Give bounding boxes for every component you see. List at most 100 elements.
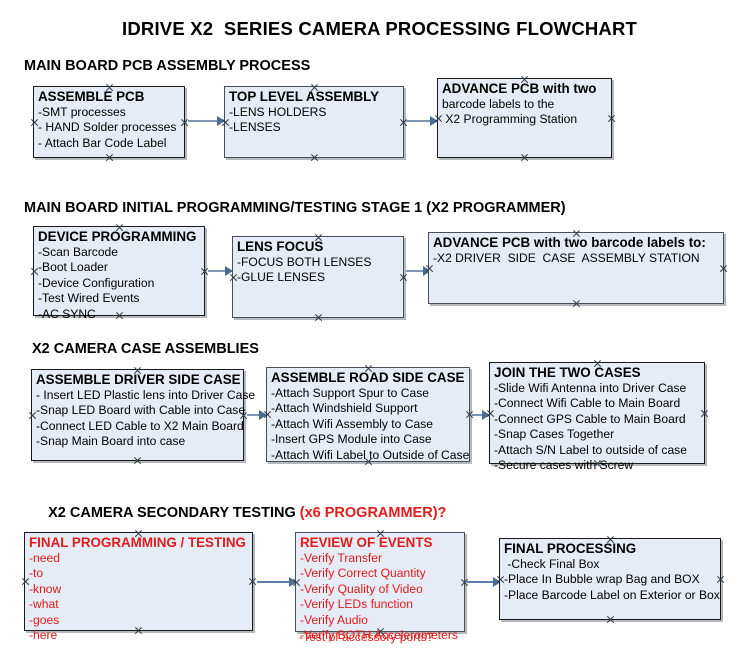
connector-handle-bottom[interactable]	[572, 299, 581, 308]
connector-handle-left[interactable]	[21, 577, 30, 586]
connector-handle-bottom[interactable]	[133, 456, 142, 465]
node-lens-focus-line-1: -FOCUS BOTH LENSES	[237, 255, 372, 269]
connector-handle-top[interactable]	[310, 83, 319, 92]
node-join-the-two-cases-body: JOIN THE TWO CASES -Slide Wifi Antenna i…	[494, 365, 702, 473]
node-device-programming-line-4: -Test Wired Events	[38, 291, 140, 306]
connector-handle-left[interactable]	[496, 575, 505, 584]
node-top-level-assembly-body: TOP LEVEL ASSEMBLY -LENS HOLDERS -LENSES	[229, 89, 401, 136]
node-join-the-two-cases-title: JOIN THE TWO CASES	[494, 365, 641, 380]
node-assemble-road-side-case[interactable]: ASSEMBLE ROAD SIDE CASE -Attach Support …	[266, 367, 470, 462]
node-advance-pcb-programming-station-body: ADVANCE PCB with two barcode labels to t…	[442, 81, 609, 128]
node-assemble-driver-side-case-body: ASSEMBLE DRIVER SIDE CASE - Insert LED P…	[36, 372, 256, 450]
node-assemble-driver-side-case-line-2: -Snap LED Board with Cable into Case	[36, 403, 246, 418]
node-lens-focus-title: LENS FOCUS	[237, 239, 324, 254]
node-assemble-road-side-case-title: ASSEMBLE ROAD SIDE CASE	[271, 370, 465, 385]
node-final-programming-testing-line-2: -to	[29, 566, 44, 581]
node-advance-pcb-programming-station[interactable]: ADVANCE PCB with two barcode labels to t…	[437, 78, 612, 158]
arrow-device-programming-to-lens-focus	[208, 266, 233, 276]
node-assemble-pcb-body: ASSEMBLE PCB -SMT processes - HAND Solde…	[38, 89, 182, 151]
node-join-the-two-cases-line-5: -Attach S/N Label to outside of case	[494, 442, 687, 457]
node-lens-focus-line-2: -GLUE LENSES	[237, 270, 326, 285]
node-final-processing-title: FINAL PROCESSING	[504, 541, 637, 556]
connector-handle-top[interactable]	[105, 83, 114, 92]
connector-handle-top[interactable]	[376, 529, 385, 538]
node-review-of-events-line-4: -Verify LEDs function	[300, 597, 413, 612]
connector-handle-right[interactable]	[607, 114, 616, 123]
node-top-level-assembly-title: TOP LEVEL ASSEMBLY	[229, 89, 380, 104]
connector-handle-left[interactable]	[292, 578, 301, 587]
node-final-programming-testing-line-5: -goes	[29, 612, 60, 627]
node-review-of-events-line-2: -Verify Correct Quantity	[300, 566, 426, 581]
arrow-top-level-assembly-to-advance-pcb	[406, 116, 438, 126]
connector-handle-bottom[interactable]	[314, 313, 323, 322]
node-lens-focus[interactable]: LENS FOCUS -FOCUS BOTH LENSES -GLUE LENS…	[232, 236, 404, 318]
node-review-of-events-body: REVIEW OF EVENTS -Verify Transfer -Verif…	[300, 535, 462, 643]
connector-handle-bottom[interactable]	[115, 311, 124, 320]
connector-handle-bottom[interactable]	[134, 626, 143, 635]
node-review-of-events[interactable]: REVIEW OF EVENTS -Verify Transfer -Verif…	[292, 529, 465, 642]
section-heading-x2-camera-secondary-testing: X2 CAMERA SECONDARY TESTING (x6 PROGRAMM…	[32, 489, 446, 537]
connector-handle-right[interactable]	[719, 264, 728, 273]
connector-handle-top[interactable]	[314, 233, 323, 242]
node-assemble-pcb[interactable]: ASSEMBLE PCB -SMT processes - HAND Solde…	[33, 86, 185, 158]
node-advance-pcb-driver-side-case-title: ADVANCE PCB with two barcode labels to:	[433, 235, 706, 250]
connector-handle-left[interactable]	[30, 267, 39, 276]
node-final-programming-testing-line-4: -what	[29, 597, 59, 612]
connector-handle-right[interactable]	[716, 575, 725, 584]
node-device-programming-line-2: -Boot Loader	[38, 260, 108, 275]
node-assemble-driver-side-case-line-1: - Insert LED Plastic lens into Driver Ca…	[36, 388, 256, 402]
connector-handle-top[interactable]	[364, 364, 373, 373]
connector-handle-right[interactable]	[700, 409, 709, 418]
connector-handle-left[interactable]	[263, 410, 272, 419]
node-final-programming-testing[interactable]: FINAL PROGRAMMING / TESTING -need -to -k…	[21, 529, 253, 642]
node-final-programming-testing-line-1: -need	[29, 551, 60, 565]
connector-handle-bottom[interactable]	[310, 153, 319, 162]
node-device-programming-title: DEVICE PROGRAMMING	[38, 229, 197, 244]
connector-handle-bottom[interactable]	[593, 459, 602, 468]
node-device-programming-line-5: -AC SYNC	[38, 306, 96, 321]
node-assemble-road-side-case-line-1: -Attach Support Spur to Case	[271, 386, 429, 400]
connector-handle-left[interactable]	[30, 118, 39, 127]
connector-handle-left[interactable]	[229, 273, 238, 282]
connector-handle-left[interactable]	[28, 411, 37, 420]
node-review-of-events-overflow-line: -Test of accessory ports?	[299, 630, 434, 644]
connector-handle-top[interactable]	[593, 359, 602, 368]
section-heading-text: X2 CAMERA SECONDARY TESTING	[48, 505, 300, 521]
node-final-processing[interactable]: FINAL PROCESSING -Check Final Box -Place…	[499, 538, 721, 620]
node-join-the-two-cases[interactable]: JOIN THE TWO CASES -Slide Wifi Antenna i…	[486, 359, 705, 472]
connector-handle-left[interactable]	[425, 264, 434, 273]
node-top-level-assembly[interactable]: TOP LEVEL ASSEMBLY -LENS HOLDERS -LENSES	[224, 86, 404, 158]
connector-handle-bottom[interactable]	[364, 457, 373, 466]
node-advance-pcb-programming-station-line-1: barcode labels to the	[442, 97, 555, 111]
node-assemble-pcb-line-3: - Attach Bar Code Label	[38, 135, 167, 150]
node-join-the-two-cases-line-1: -Slide Wifi Antenna into Driver Case	[494, 381, 687, 395]
node-advance-pcb-driver-side-case-body: ADVANCE PCB with two barcode labels to: …	[433, 235, 721, 266]
node-final-processing-body: FINAL PROCESSING -Check Final Box -Place…	[504, 541, 720, 603]
connector-handle-top[interactable]	[133, 366, 142, 375]
connector-handle-right[interactable]	[248, 577, 257, 586]
node-assemble-road-side-case-line-4: -Insert GPS Module into Case	[271, 432, 432, 447]
connector-handle-top[interactable]	[115, 223, 124, 232]
connector-handle-top[interactable]	[134, 529, 143, 538]
node-join-the-two-cases-line-3: -Connect GPS Cable to Main Board	[494, 411, 686, 426]
node-review-of-events-line-6: -Verify BOTH Accelerometers	[300, 628, 458, 643]
connector-handle-top[interactable]	[606, 535, 615, 544]
connector-handle-bottom[interactable]	[606, 615, 615, 624]
node-top-level-assembly-line-1: -LENS HOLDERS	[229, 105, 327, 119]
section-heading-x2-camera-case-assemblies: X2 CAMERA CASE ASSEMBLIES	[32, 341, 259, 357]
connector-handle-left[interactable]	[221, 118, 230, 127]
connector-handle-bottom[interactable]	[520, 153, 529, 162]
connector-handle-bottom[interactable]	[105, 153, 114, 162]
arrow-assemble-pcb-to-top-level-assembly	[188, 116, 225, 126]
node-final-processing-line-2: -Place In Bubble wrap Bag and BOX	[504, 572, 700, 587]
node-device-programming[interactable]: DEVICE PROGRAMMING -Scan Barcode -Boot L…	[30, 223, 205, 321]
node-advance-pcb-driver-side-case[interactable]: ADVANCE PCB with two barcode labels to: …	[428, 232, 724, 304]
connector-handle-left[interactable]	[486, 409, 495, 418]
node-device-programming-line-3: -Device Configuration	[38, 275, 155, 290]
node-assemble-driver-side-case-title: ASSEMBLE DRIVER SIDE CASE	[36, 372, 241, 387]
connector-handle-left[interactable]	[434, 114, 443, 123]
connector-handle-top[interactable]	[572, 229, 581, 238]
node-assemble-driver-side-case[interactable]: ASSEMBLE DRIVER SIDE CASE - Insert LED P…	[28, 366, 256, 461]
connector-handle-top[interactable]	[520, 75, 529, 84]
